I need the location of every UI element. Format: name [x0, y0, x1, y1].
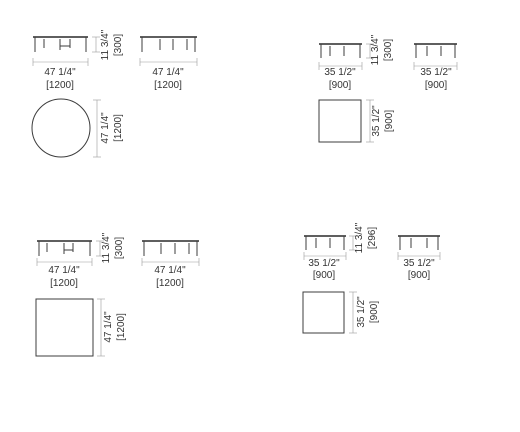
- front-width-imperial: 47 1/4": [48, 265, 80, 276]
- side-elevation: [414, 43, 457, 58]
- height-metric: [300]: [113, 34, 124, 56]
- side-width-metric: [900]: [425, 80, 447, 91]
- top-depth-metric: [1200]: [113, 114, 124, 142]
- front-width-imperial: 35 1/2": [324, 67, 356, 78]
- front-width-metric: [1200]: [50, 278, 78, 289]
- side-width-imperial: 35 1/2": [420, 67, 452, 78]
- front-elevation: [33, 36, 88, 52]
- height-metric: [296]: [367, 227, 378, 249]
- top-depth-metric: [900]: [369, 301, 380, 323]
- variant-square-1200: 47 1/4" [1200] 11 3/4" [300] 47 1/4" [12…: [35, 232, 200, 357]
- side-elevation: [398, 235, 440, 250]
- height-imperial: 11 3/4": [370, 34, 381, 65]
- front-width-imperial: 35 1/2": [308, 258, 340, 269]
- square-tabletop-plan: [318, 99, 362, 143]
- front-width-metric: [1200]: [46, 80, 74, 91]
- top-depth-imperial: 47 1/4": [103, 311, 114, 343]
- height-imperial: 11 3/4": [101, 232, 112, 263]
- front-width-metric: [900]: [313, 270, 335, 281]
- front-width-metric: [900]: [329, 80, 351, 91]
- side-elevation: [142, 240, 199, 256]
- side-width-imperial: 47 1/4": [152, 67, 184, 78]
- variant-square-900: 35 1/2" [900] 11 3/4" [300] 35 1/2" [900…: [318, 34, 458, 143]
- variant-square-900-low: 35 1/2" [900] 11 3/4" [296] 35 1/2" [900…: [302, 222, 441, 334]
- height-metric: [300]: [383, 39, 394, 61]
- side-width-metric: [900]: [408, 270, 430, 281]
- front-elevation: [319, 43, 362, 58]
- round-tabletop-plan: [31, 98, 91, 158]
- height-imperial: 11 3/4": [354, 222, 365, 253]
- top-depth-metric: [900]: [384, 110, 395, 132]
- side-elevation: [140, 36, 197, 52]
- side-width-imperial: 35 1/2": [403, 258, 435, 269]
- height-metric: [300]: [114, 237, 125, 259]
- variant-round-1200: 47 1/4" [1200] 11 3/4" [300] 47 1/4" [12…: [31, 29, 198, 158]
- top-depth-imperial: 47 1/4": [100, 112, 111, 144]
- top-depth-metric: [1200]: [116, 313, 127, 341]
- top-depth-imperial: 35 1/2": [356, 296, 367, 328]
- side-width-imperial: 47 1/4": [154, 265, 186, 276]
- side-width-metric: [1200]: [154, 80, 182, 91]
- side-width-metric: [1200]: [156, 278, 184, 289]
- front-elevation: [37, 240, 92, 256]
- front-width-imperial: 47 1/4": [44, 67, 76, 78]
- square-tabletop-plan: [35, 298, 94, 357]
- square-tabletop-plan: [302, 291, 345, 334]
- front-elevation: [304, 235, 346, 250]
- height-imperial: 11 3/4": [100, 29, 111, 60]
- top-depth-imperial: 35 1/2": [371, 105, 382, 137]
